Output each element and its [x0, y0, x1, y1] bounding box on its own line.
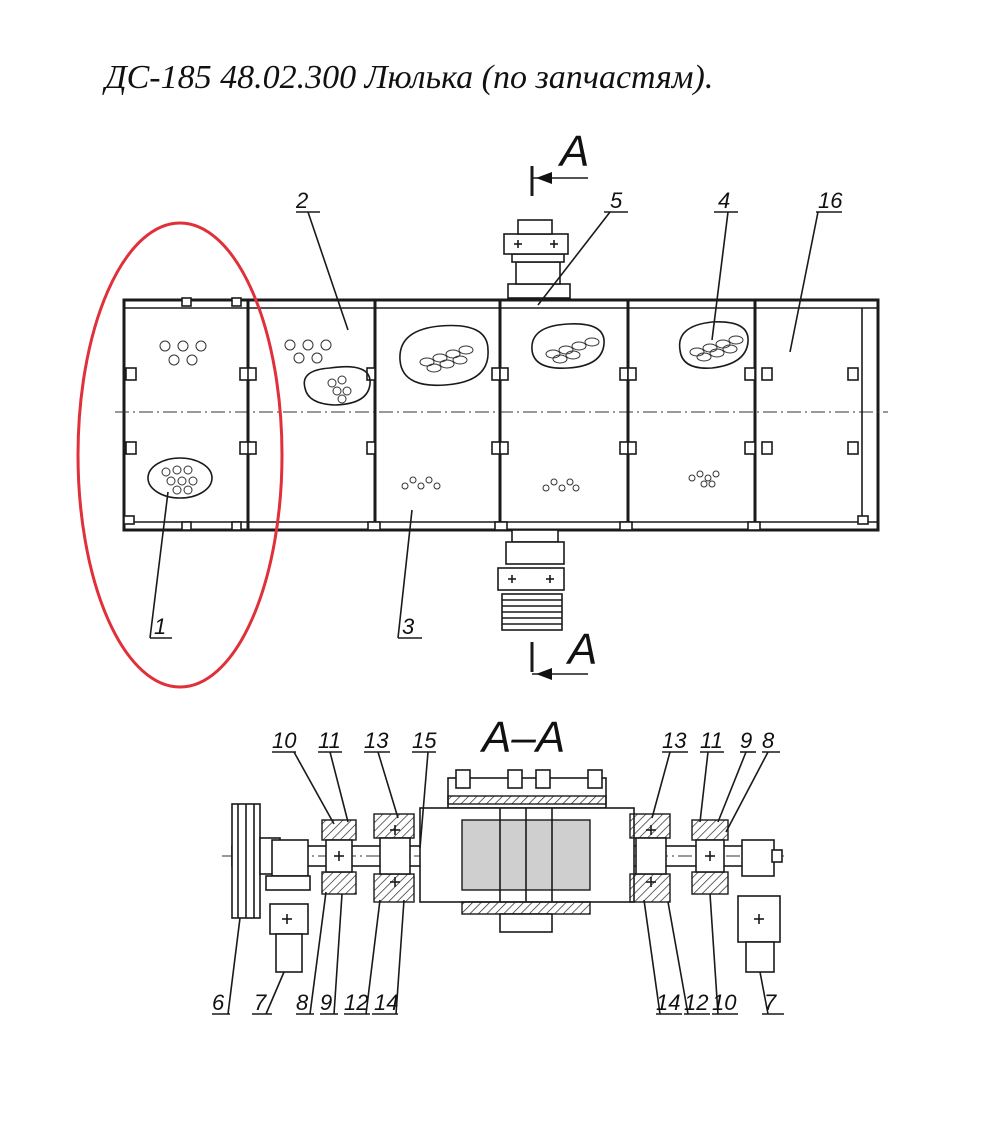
callouts-top-view: 2 5 4 16 1 3: [149, 188, 843, 639]
section-title: A–A: [479, 713, 565, 762]
callout-5: 5: [610, 188, 623, 213]
callout-14-bottom-right: 14: [656, 990, 680, 1015]
callout-8-bottom: 8: [296, 990, 309, 1015]
callout-13-top-left: 13: [364, 728, 389, 753]
housing-right: [629, 813, 671, 903]
section-marker-top: A: [530, 127, 589, 196]
panel-dividers: [246, 300, 863, 530]
callout-13-top-right: 13: [662, 728, 687, 753]
callout-7-right: 7: [764, 990, 777, 1015]
callout-11-top-right: 11: [700, 728, 723, 753]
callout-12-bottom-right: 12: [684, 990, 708, 1015]
hanger-right: [737, 839, 783, 973]
callout-15: 15: [412, 728, 437, 753]
callout-1: 1: [154, 614, 166, 639]
frame-brackets: [123, 297, 869, 531]
section-marker-bottom: A: [530, 625, 597, 680]
callout-6: 6: [212, 990, 225, 1015]
top-shaft-assembly: [503, 219, 571, 299]
panel-2-holes: [284, 339, 371, 406]
panel-4-holes: [678, 321, 749, 488]
panel-1-holes: [147, 340, 213, 499]
callout-12-bottom-left: 12: [344, 990, 368, 1015]
bearing-right: [691, 819, 729, 895]
section-marker-top-label: A: [557, 127, 589, 176]
panel-5-holes: [531, 323, 605, 492]
drawing-title: ДС-185 48.02.300 Люлька (по запчастям).: [102, 59, 713, 96]
highlight-ellipse: [76, 221, 284, 689]
callout-11-top-left: 11: [318, 728, 341, 753]
callout-2: 2: [295, 188, 308, 213]
callout-14-bottom-left: 14: [374, 990, 398, 1015]
callout-10-bottom: 10: [712, 990, 737, 1015]
bearing-left: [321, 819, 357, 895]
section-marker-bottom-label: A: [565, 625, 597, 674]
top-view: A A 2 5 4 16: [76, 127, 888, 689]
callout-16: 16: [818, 188, 843, 213]
callout-4: 4: [718, 188, 730, 213]
callout-8-top: 8: [762, 728, 775, 753]
callout-7-left: 7: [254, 990, 267, 1015]
section-view: A–A: [212, 713, 784, 1015]
panel-3-holes: [399, 324, 489, 490]
callouts-section-view: 10 11 13 15 13 11 9 8 6: [212, 728, 784, 1015]
housing-left: [373, 813, 415, 903]
central-drum: [419, 769, 635, 933]
hanger-left: [265, 839, 311, 973]
bottom-shaft-assembly: [497, 529, 565, 631]
callout-3: 3: [402, 614, 415, 639]
callout-9-bottom: 9: [320, 990, 332, 1015]
callout-10-top: 10: [272, 728, 297, 753]
callout-9-top: 9: [740, 728, 752, 753]
